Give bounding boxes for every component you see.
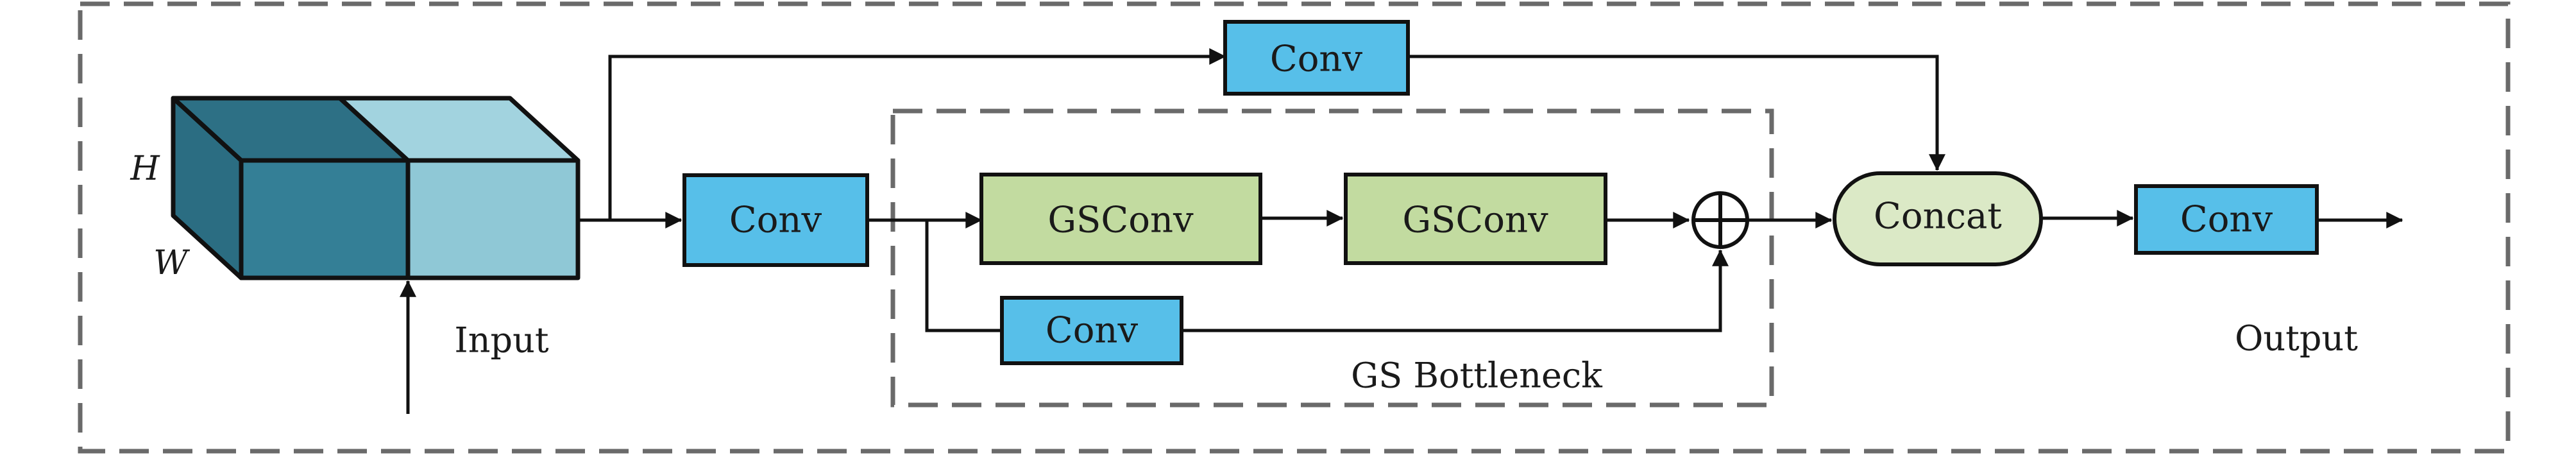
conv-out-label: Conv: [2180, 199, 2273, 241]
gsconv-2-block: GSConv: [1344, 173, 1607, 265]
conv-bypass-block: Conv: [1000, 296, 1183, 365]
edge-bypass-branch: [925, 220, 1002, 332]
width-label: W: [153, 244, 190, 282]
conv-bypass-label: Conv: [1046, 310, 1139, 352]
input-tensor-cube: [171, 96, 580, 280]
gsconv-2-label: GSConv: [1402, 200, 1548, 241]
conv-entry-block: Conv: [682, 173, 869, 267]
cube-dark-front: [239, 158, 411, 280]
edge-to-conv-top: [608, 48, 1226, 220]
edge-conv-top-to-concat: [1408, 55, 1945, 171]
gsconv-1-label: GSConv: [1047, 200, 1194, 241]
concat-block: Concat: [1833, 171, 2043, 266]
concat-label: Concat: [1874, 196, 2002, 237]
height-label: H: [130, 150, 160, 188]
conv-out-block: Conv: [2134, 184, 2319, 255]
input-label: Input: [454, 320, 548, 361]
circle-plus-icon: [1691, 191, 1749, 249]
gs-bottleneck-label: GS Bottleneck: [1351, 356, 1603, 396]
conv-top-block: Conv: [1223, 20, 1410, 96]
conv-top-label: Conv: [1270, 39, 1363, 80]
gs-bottleneck-frame: [890, 108, 1774, 408]
gsconv-1-block: GSConv: [979, 173, 1262, 265]
conv-entry-label: Conv: [729, 200, 822, 241]
output-label: Output: [2235, 318, 2358, 359]
cube-light-front: [405, 158, 580, 280]
edge-conv-bypass-to-sum: [1182, 249, 1729, 332]
